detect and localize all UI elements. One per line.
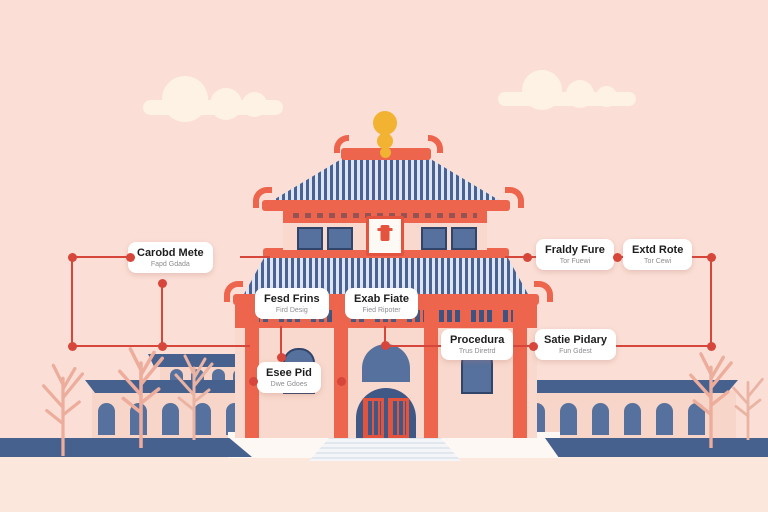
temple-plaque [366,216,404,256]
gold-orb-medium [377,133,393,149]
connector-dot [706,341,716,351]
callout-fesd-frins: Fesd Frins Fird Desig [255,288,329,319]
callout-subtitle: Tor Fuewi [559,258,591,265]
arch-window [688,403,705,435]
upper-window [421,227,447,250]
callout-esee-pid: Esee Pid Dwe Gdoes [257,362,321,393]
tree-illustration [732,377,764,440]
ridge-horn [334,135,349,153]
band-pattern [293,213,477,218]
connector-dot [706,252,716,262]
callout-subtitle: Fun Gdest [559,348,592,355]
tree-illustration [41,363,85,456]
arch-window [656,403,673,435]
callout-title: Fraldy Fure [545,244,605,256]
upper-window [297,227,323,250]
door-leaf-left [363,398,384,438]
callout-extd-rote: Extd Rote Tor Cewi [623,239,693,270]
callout-title: Esee Pid [266,367,312,379]
connector-dot [67,341,77,351]
callout-title: Carobd Mete [137,247,204,259]
gold-orb-large [373,111,397,135]
callout-subtitle: Trus Diretrd [458,348,496,355]
connector-line [161,282,163,346]
connector-dot [380,340,390,350]
connector-line [384,326,386,346]
ridge-horn [428,135,443,153]
arch-window [162,403,179,435]
connector-line [280,326,282,358]
arch-window [592,403,609,435]
arch-window [98,403,115,435]
red-pillar [513,306,527,438]
connector-line [72,256,130,258]
central-arch-window [362,344,410,382]
connector-line [710,256,712,347]
connector-dot [67,252,77,262]
top-roof-eave [262,200,510,211]
callout-subtitle: Fird Desig [275,307,308,314]
connector-dot [336,376,346,386]
tree-illustration [117,347,165,448]
connector-dot [125,252,135,262]
red-pillar [245,306,259,438]
callout-title: Exab Fiate [354,293,410,305]
callout-title: Satie Pidary [544,334,607,346]
connector-line [240,256,270,258]
connector-dot [157,341,167,351]
red-pillar [334,306,348,438]
callout-carobd-mete: Carobd Mete Fapd Gdada [128,242,213,273]
tree-illustration [689,352,733,448]
upper-window [451,227,477,250]
eave-curl [534,281,553,302]
arch-window [194,403,211,435]
tree-illustration [174,354,214,440]
right-wing-roof [518,380,738,393]
connector-dot [248,376,258,386]
callout-title: Procedura [450,334,505,346]
callout-title: Extd Rote [632,244,684,256]
chinese-character-icon [377,225,393,241]
callout-satie-pidary: Satie Pidary Fun Gdest [535,329,616,360]
connector-dot [612,252,622,262]
callout-subtitle: Fapd Gdada [150,261,190,268]
connector-line [71,256,73,347]
connector-dot [157,278,167,288]
gold-orb-small [380,147,391,158]
arch-window [560,403,577,435]
eave-curl [224,281,243,302]
callout-subtitle: Tor Cewi [644,258,672,265]
callout-procedura: Procedura Trus Diretrd [441,329,514,360]
eave-curl [505,187,524,208]
arch-window [624,403,641,435]
left-wing-inner-roof [148,354,252,367]
door-leaf-right [388,398,409,438]
callout-subtitle: Dwe Gdoes [270,381,308,388]
eave-curl [253,187,272,208]
connector-dot [276,352,286,362]
callout-subtitle: Fied Ripoter [362,307,401,314]
callout-fraldy-fure: Fraldy Fure Tor Fuewi [536,239,614,270]
ground [0,456,768,512]
entrance-steps [309,434,461,461]
callout-exab-fiate: Exab Fiate Fied Ripoter [345,288,419,319]
top-roof [270,158,502,202]
red-pillar [424,306,438,438]
upper-window [327,227,353,250]
connector-dot [522,252,532,262]
connector-dot [528,341,538,351]
callout-title: Fesd Frins [264,293,320,305]
